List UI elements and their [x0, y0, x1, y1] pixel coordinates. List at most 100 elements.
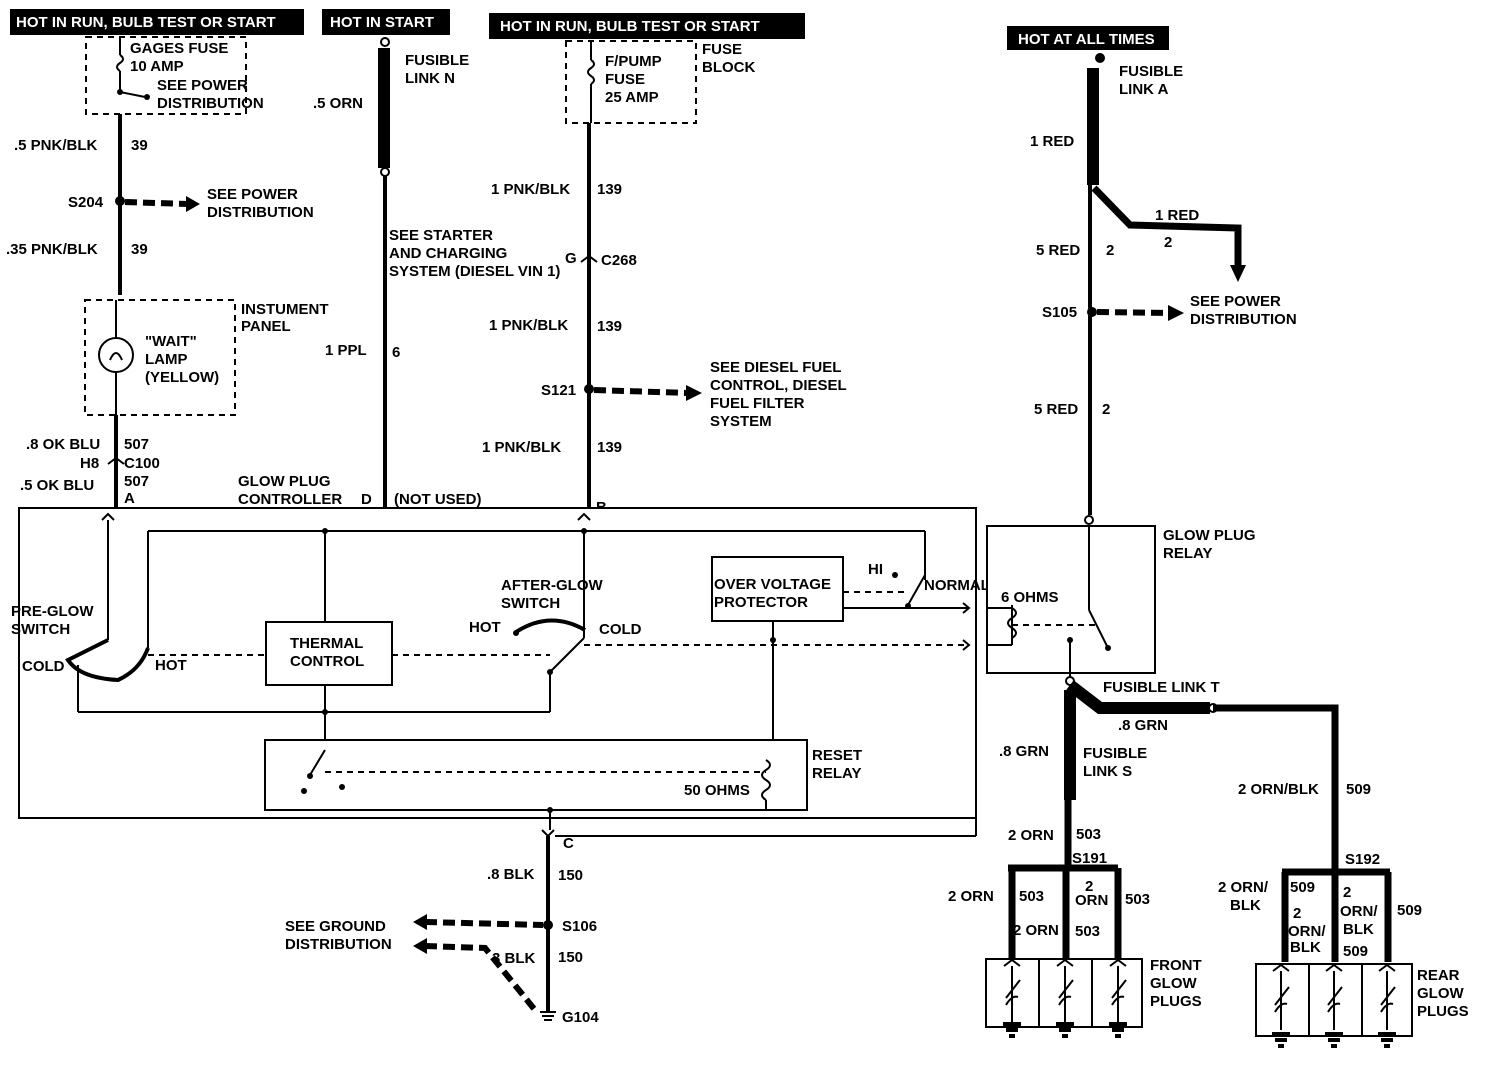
wire-label: .5 ORN: [313, 95, 363, 112]
wire-label-grn: .8 GRN: [1118, 717, 1168, 734]
front-c3: 503: [1125, 891, 1150, 908]
rear-plug-1: [1272, 963, 1290, 1048]
front-label-2: GLOW: [1150, 975, 1197, 992]
fpump-fuse-box: [565, 40, 697, 124]
thermal-2: CONTROL: [290, 653, 364, 670]
fpump-2: FUSE: [605, 71, 645, 88]
splice-label: S121: [541, 382, 576, 399]
rear-label-3: PLUGS: [1417, 1003, 1469, 1020]
lamp-label-2: LAMP: [145, 351, 188, 368]
ground-circuit-label: 150: [558, 867, 583, 884]
wire-label: 5 RED: [1036, 242, 1080, 259]
front-mid-w: 2 ORN: [1013, 922, 1059, 939]
rear-plug-3: [1378, 963, 1396, 1048]
splice-s106: [543, 920, 553, 930]
wire-ob-circuit: 509: [1346, 781, 1371, 798]
ovp-2: PROTECTOR: [714, 594, 808, 611]
wire-509: [1213, 704, 1339, 870]
wait-lamp-bulb: [98, 337, 134, 373]
see-starter-2: AND CHARGING: [389, 245, 507, 262]
see-diesel-3: FUEL FILTER: [710, 395, 805, 412]
splice-s204: [115, 196, 125, 206]
header-bar-2: [322, 9, 450, 35]
see-power-1a: SEE POWER: [157, 77, 248, 94]
front-c1: 503: [1019, 888, 1044, 905]
rear-w2a: 2: [1293, 905, 1301, 922]
splice-s121: [584, 384, 594, 394]
afterglow-cold: COLD: [599, 621, 642, 638]
header-1: HOT IN RUN, BULB TEST OR START: [16, 14, 276, 31]
ohms-6: 6 OHMS: [1001, 589, 1059, 606]
controller-label-2: CONTROLLER: [238, 491, 342, 508]
preglow-switch-arm: [65, 638, 150, 683]
rear-w2b: ORN/: [1288, 923, 1326, 940]
reset-relay-box: [264, 739, 808, 811]
circuit-label: 507: [124, 473, 149, 490]
rear-c1: 509: [1290, 879, 1315, 896]
see-starter-3: SYSTEM (DIESEL VIN 1): [389, 263, 560, 280]
rear-plug-2: [1325, 963, 1343, 1048]
rear-w3b: ORN/: [1340, 903, 1378, 920]
wire-ob-label: 2 ORN/BLK: [1238, 781, 1319, 798]
relay-2: RELAY: [1163, 545, 1212, 562]
rear-c3: 509: [1397, 902, 1422, 919]
see-power-3a: SEE POWER: [1190, 293, 1281, 310]
ground-wire-label: .8 BLK: [487, 866, 535, 883]
circuit-label: 2: [1102, 401, 1110, 418]
front-w2a: 2: [1085, 878, 1093, 895]
wire-label: 1 RED: [1030, 133, 1074, 150]
afterglow-2: SWITCH: [501, 595, 560, 612]
afterglow-hot: HOT: [469, 619, 501, 636]
see-diesel-2: CONTROL, DIESEL: [710, 377, 847, 394]
term-d: D: [361, 491, 372, 508]
wire-orn-label: 2 ORN: [1008, 827, 1054, 844]
reset-1: RESET: [812, 747, 862, 764]
rear-label-2: GLOW: [1417, 985, 1464, 1002]
see-ground-1: SEE GROUND: [285, 918, 386, 935]
ovp-1: OVER VOLTAGE: [714, 576, 831, 593]
fuse-symbol: [116, 54, 124, 72]
relay-coil: [1007, 607, 1017, 639]
header-2: HOT IN START: [330, 14, 434, 31]
gages-fuse-box: [85, 36, 247, 115]
front-plug-3: [1109, 958, 1127, 1038]
header-bar-1: [10, 9, 304, 35]
rear-w3c: BLK: [1343, 921, 1374, 938]
wire-orn-circuit: 503: [1076, 826, 1101, 843]
preglow-cold: COLD: [22, 658, 65, 675]
link-a-2: LINK A: [1119, 81, 1169, 98]
circuit-label: 39: [131, 241, 148, 258]
see-power-1b: DISTRIBUTION: [157, 95, 264, 112]
afterglow-switch-contact: [514, 618, 586, 634]
splice-s191: S191: [1072, 850, 1107, 867]
rear-w1b: BLK: [1230, 897, 1261, 914]
ohms-50: 50 OHMS: [684, 782, 750, 799]
relay-1: GLOW PLUG: [1163, 527, 1256, 544]
see-power-2a: SEE POWER: [207, 186, 298, 203]
see-diesel-1: SEE DIESEL FUEL: [710, 359, 841, 376]
wire-label: .5 OK BLU: [20, 477, 94, 494]
preglow-1: PRE-GLOW: [11, 603, 94, 620]
wire-label: 5 RED: [1034, 401, 1078, 418]
ground-wire-label: 3 BLK: [492, 950, 536, 967]
rear-c2b: 509: [1343, 943, 1368, 960]
not-used: (NOT USED): [394, 491, 482, 508]
circuit-label: 2: [1106, 242, 1114, 259]
wire-label: 1 PNK/BLK: [482, 439, 561, 456]
header-3: HOT IN RUN, BULB TEST OR START: [500, 18, 760, 35]
lamp-label-1: "WAIT": [145, 333, 197, 350]
see-diesel-4: SYSTEM: [710, 413, 772, 430]
front-w1: 2 ORN: [948, 888, 994, 905]
ground-g104: G104: [562, 1009, 599, 1026]
header-bar-4: [1007, 26, 1169, 50]
see-power-2b: DISTRIBUTION: [207, 204, 314, 221]
conn-label: C100: [124, 455, 160, 472]
splice-label: S106: [562, 918, 597, 935]
rear-label-1: REAR: [1417, 967, 1460, 984]
see-ground-2: DISTRIBUTION: [285, 936, 392, 953]
thermal-control-box: [265, 621, 393, 686]
afterglow-1: AFTER-GLOW: [501, 577, 603, 594]
ground-circuit-label: 150: [558, 949, 583, 966]
over-voltage-protector-box: [711, 556, 844, 622]
